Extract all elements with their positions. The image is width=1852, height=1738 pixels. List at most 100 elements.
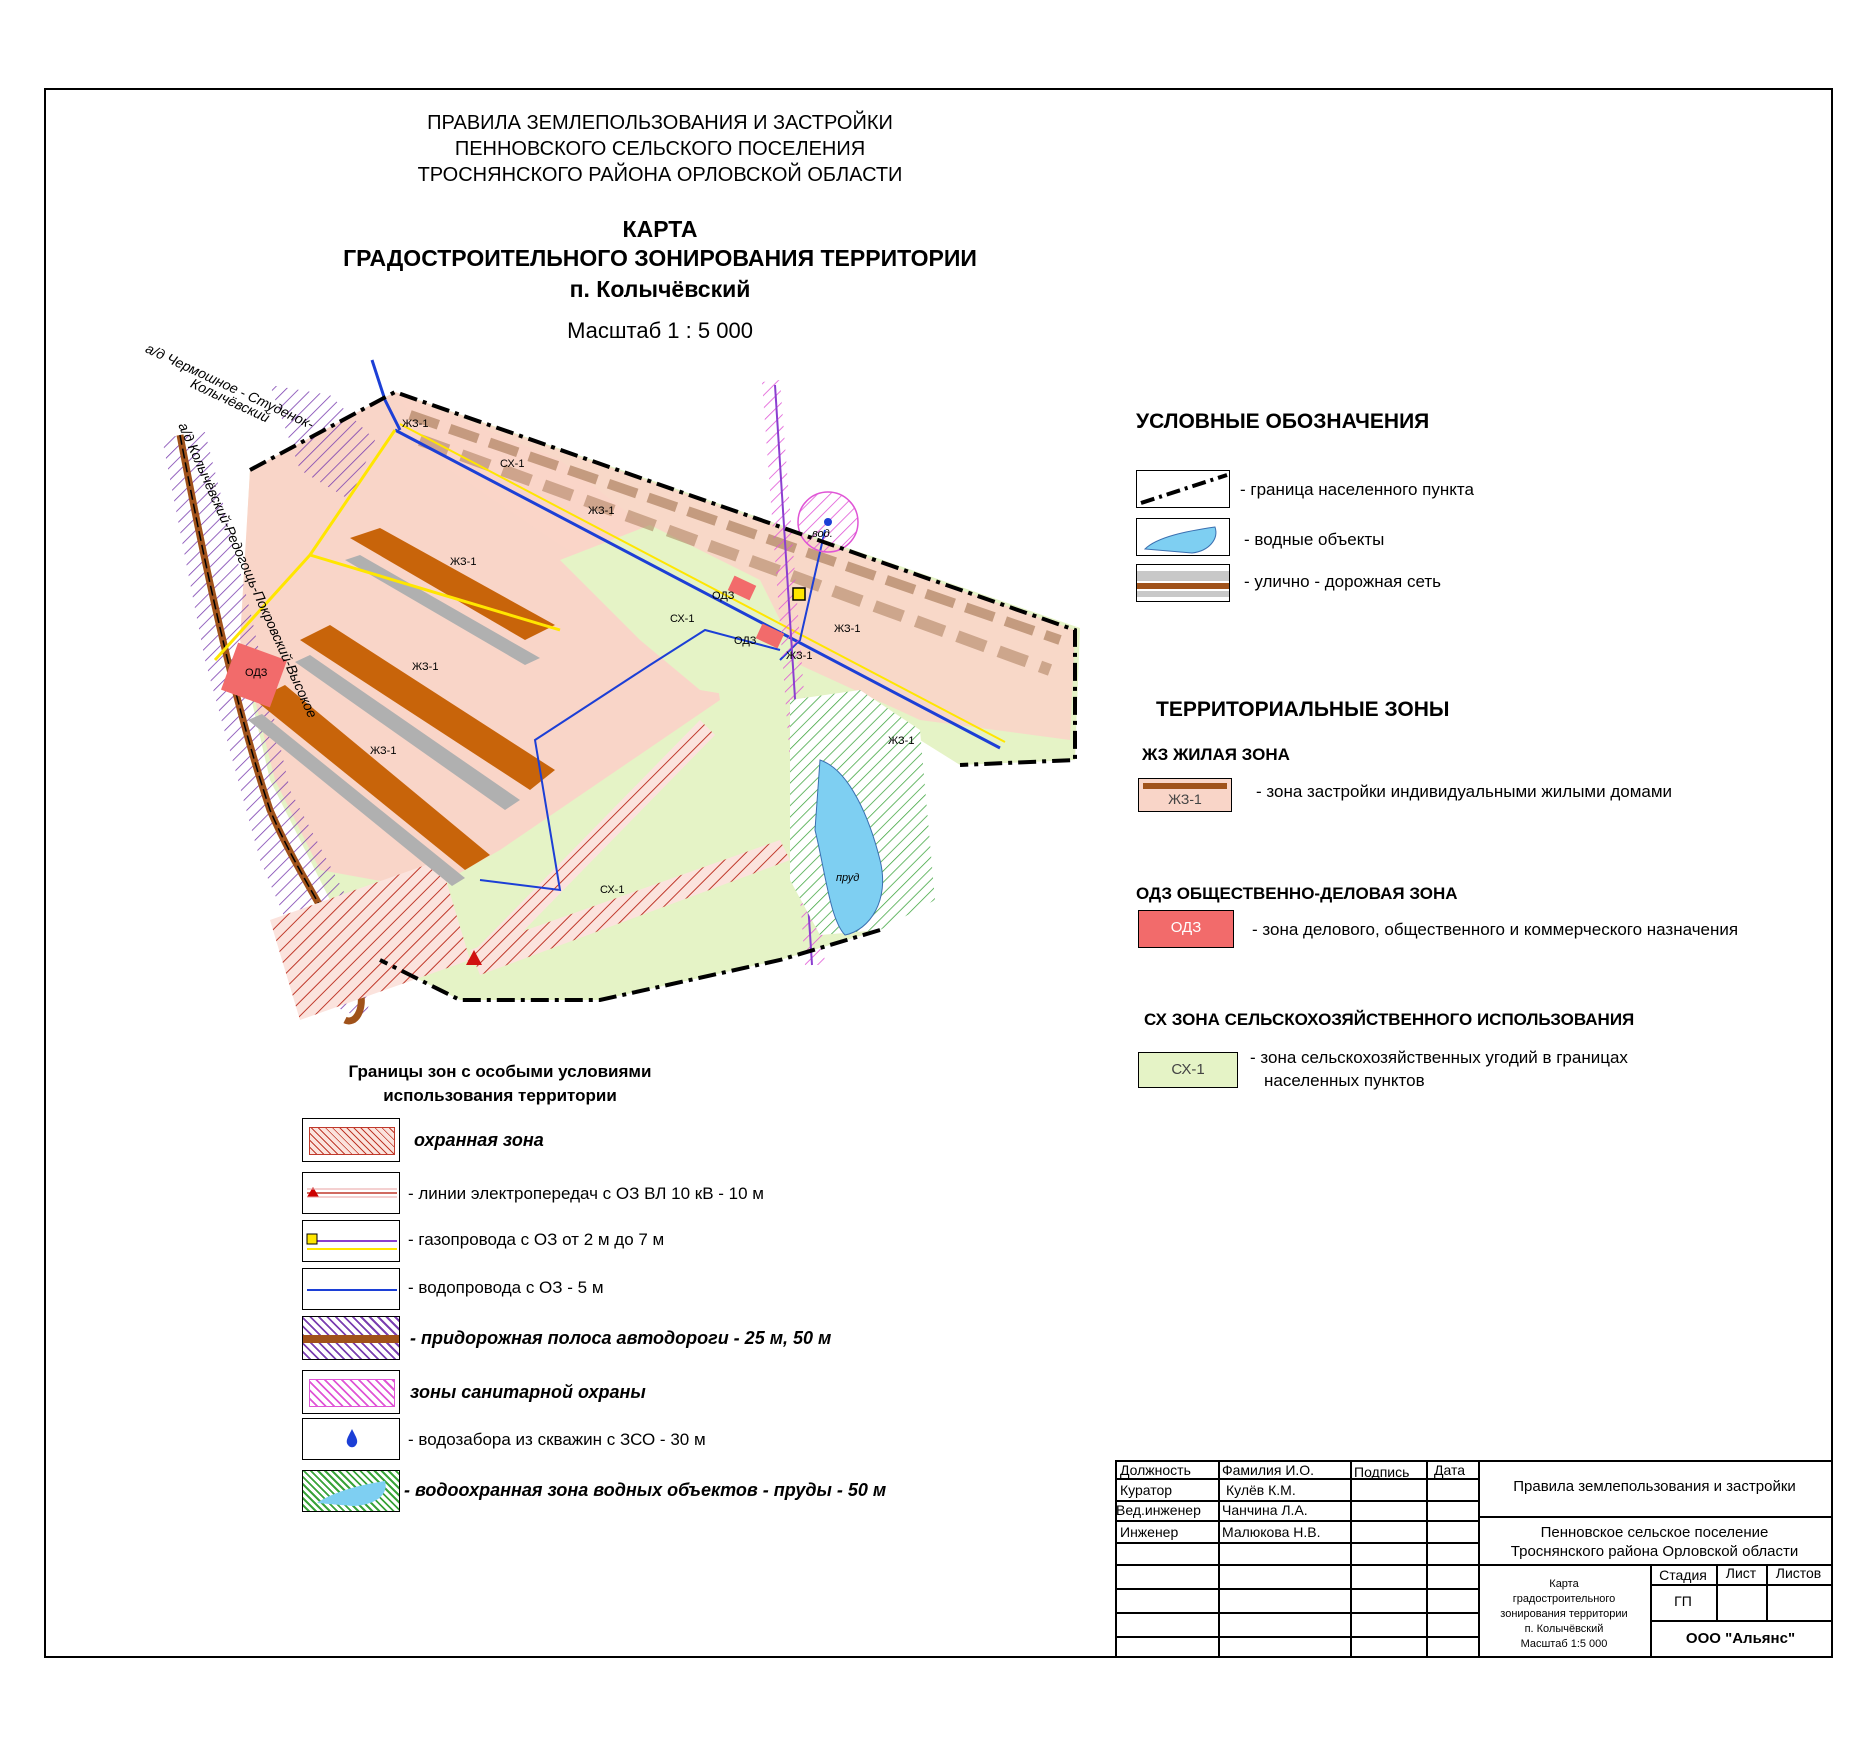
label-zh1-a: ЖЗ-1 — [402, 418, 429, 430]
label-zh1-d: ЖЗ-1 — [834, 623, 861, 635]
stamp-sheet-1: Карта — [1549, 1578, 1579, 1590]
odz-text: - зона делового, общественного и коммерч… — [1252, 920, 1739, 939]
stamp-row-1-position: Куратор — [1120, 1482, 1173, 1498]
stamp-project: Правила землепользования и застройки — [1513, 1478, 1796, 1495]
label-zh1-g: ЖЗ-1 — [370, 745, 397, 757]
odz-mid — [755, 623, 785, 649]
header-line-3: ТРОСНЯНСКОГО РАЙОНА ОРЛОВСКОЙ ОБЛАСТИ — [417, 164, 903, 186]
header-line-2: ПЕННОВСКОГО СЕЛЬСКОГО ПОСЕЛЕНИЯ — [454, 138, 866, 160]
drawing-frame — [44, 88, 1833, 1658]
protection-zone-text: охранная зона — [414, 1130, 544, 1150]
zh-text: - зона застройки индивидуальными жилыми … — [1256, 782, 1673, 801]
map-title-2: ГРАДОСТРОИТЕЛЬНОГО ЗОНИРОВАНИЯ ТЕРРИТОРИ… — [343, 245, 977, 271]
odz-swatch: ОДЗ — [1138, 910, 1234, 948]
water-protection-swatch — [302, 1470, 400, 1512]
stamp-col-date: Дата — [1434, 1462, 1466, 1478]
power-line-corridor — [270, 860, 470, 1020]
stamp-row-3-name: Малюкова Н.В. — [1222, 1524, 1321, 1540]
street-houses — [408, 410, 1062, 676]
label-odz-w: ОДЗ — [245, 667, 268, 679]
label-sx1-a: СХ-1 — [500, 458, 525, 470]
label-water-intake: вод. — [812, 528, 833, 540]
special-title-1: Границы зон с особыми условиями — [348, 1062, 652, 1081]
stamp-place-2: Троснянского района Орловской области — [1510, 1543, 1799, 1560]
odz-north — [727, 575, 757, 601]
stamp-col-sign: Подпись — [1354, 1464, 1410, 1480]
label-zh1-c: ЖЗ-1 — [450, 556, 477, 568]
map-scale: Масштаб 1 : 5 000 — [567, 318, 753, 343]
map-title-1: КАРТА — [622, 216, 698, 242]
stamp-place-1: Пенновское сельское поселение — [1540, 1524, 1769, 1541]
stamp-stage-header: Стадия — [1659, 1567, 1707, 1583]
title-block — [1115, 1460, 1831, 1656]
odz-code: ОДЗ — [1170, 919, 1202, 936]
pond — [814, 759, 884, 936]
roadside-band-text: - придорожная полоса автодороги - 25 м, … — [410, 1328, 832, 1348]
label-sx1-c: СХ-1 — [600, 884, 625, 896]
power-line-text: - линии электропередач с ОЗ ВЛ 10 кВ - 1… — [408, 1184, 764, 1203]
label-pond: пруд — [836, 872, 860, 884]
stamp-sheet-2: градостроительного — [1512, 1593, 1616, 1605]
label-zh1-e: ЖЗ-1 — [786, 650, 813, 662]
stamp-row-2-position: Вед.инженер — [1116, 1502, 1201, 1518]
sx-swatch: СХ-1 — [1138, 1052, 1238, 1088]
legend-border-text: - граница населенного пункта — [1240, 480, 1474, 499]
north-road — [370, 359, 402, 431]
stamp-col-position: Должность — [1120, 1462, 1191, 1478]
legend-road-swatch — [1136, 564, 1230, 602]
stamp-lists-header: Листов — [1775, 1565, 1822, 1581]
water-intake-swatch — [302, 1418, 400, 1460]
label-zh1-h: ЖЗ-1 — [888, 735, 915, 747]
zh-swatch: ЖЗ-1 — [1138, 778, 1232, 812]
stamp-row-2-name: Чанчина Л.А. — [1222, 1502, 1308, 1518]
sx-text-1: - зона сельскохозяйственных угодий в гра… — [1250, 1048, 1628, 1067]
settlement-border — [249, 389, 1077, 1002]
label-odz-m: ОДЗ — [734, 635, 757, 647]
power-line-corridor-2 — [470, 840, 790, 975]
agricultural-pocket — [560, 525, 800, 700]
gas-pipeline-swatch — [302, 1220, 400, 1262]
legend-water-text: - водные объекты — [1244, 530, 1385, 549]
map-title-3: п. Колычёвский — [569, 276, 751, 302]
water-intake-text: - водозабора из скважин с ЗСО - 30 м — [408, 1430, 706, 1449]
gas-pipeline — [213, 429, 561, 662]
stamp-sheet-5: Масштаб 1:5 000 — [1520, 1638, 1608, 1650]
odz-title: ОДЗ ОБЩЕСТВЕННО-ДЕЛОВАЯ ЗОНА — [1136, 884, 1458, 903]
sanitary-zone-swatch — [302, 1370, 400, 1414]
header-line-1: ПРАВИЛА ЗЕМЛЕПОЛЬЗОВАНИЯ И ЗАСТРОЙКИ — [427, 112, 893, 134]
stamp-row-3-position: Инженер — [1120, 1524, 1179, 1540]
legend-border-swatch — [1136, 470, 1230, 508]
street-main — [394, 428, 1001, 750]
stamp-sheet-3: зонирования территории — [1500, 1608, 1628, 1620]
legend-water-swatch — [1136, 518, 1230, 556]
zh-title: ЖЗ ЖИЛАЯ ЗОНА — [1142, 745, 1290, 764]
protection-zone-swatch — [302, 1118, 400, 1162]
sx-text-2: населенных пунктов — [1264, 1071, 1425, 1090]
zones-title: ТЕРРИТОРИАЛЬНЫЕ ЗОНЫ — [1156, 698, 1450, 721]
water-protection-text: - водоохранная зона водных объектов - пр… — [404, 1480, 887, 1500]
residential-zone-strip — [395, 392, 1075, 740]
label-odz-n: ОДЗ — [712, 590, 735, 602]
zh-code: ЖЗ-1 — [1168, 791, 1202, 807]
roadside-band-swatch — [302, 1316, 400, 1360]
stamp-row-1-name: Кулёв К.М. — [1226, 1482, 1296, 1498]
roadside-band-nw — [270, 385, 375, 500]
water-pipeline-text: - водопровода с ОЗ - 5 м — [408, 1278, 604, 1297]
stamp-list-header: Лист — [1725, 1565, 1757, 1581]
stamp-sheet-4: п. Колычёвский — [1524, 1623, 1604, 1635]
sx-code: СХ-1 — [1171, 1061, 1205, 1078]
transformer-marker — [466, 950, 482, 965]
legend-road-text: - улично - дорожная сеть — [1244, 572, 1442, 591]
sx-title: СХ ЗОНА СЕЛЬСКОХОЗЯЙСТВЕННОГО ИСПОЛЬЗОВА… — [1144, 1010, 1635, 1029]
label-sx1-b: СХ-1 — [670, 613, 695, 625]
special-title-2: использования территории — [383, 1086, 617, 1105]
legend-title: УСЛОВНЫЕ ОБОЗНАЧЕНИЯ — [1136, 410, 1430, 433]
water-pipeline-swatch — [302, 1268, 400, 1310]
power-line-swatch — [302, 1172, 400, 1214]
stamp-stage: ГП — [1674, 1593, 1692, 1609]
power-line-corridor-3 — [475, 720, 715, 965]
odz-west — [221, 642, 287, 708]
label-zh1-f: ЖЗ-1 — [412, 661, 439, 673]
sanitary-zone-text: зоны санитарной охраны — [410, 1382, 646, 1402]
